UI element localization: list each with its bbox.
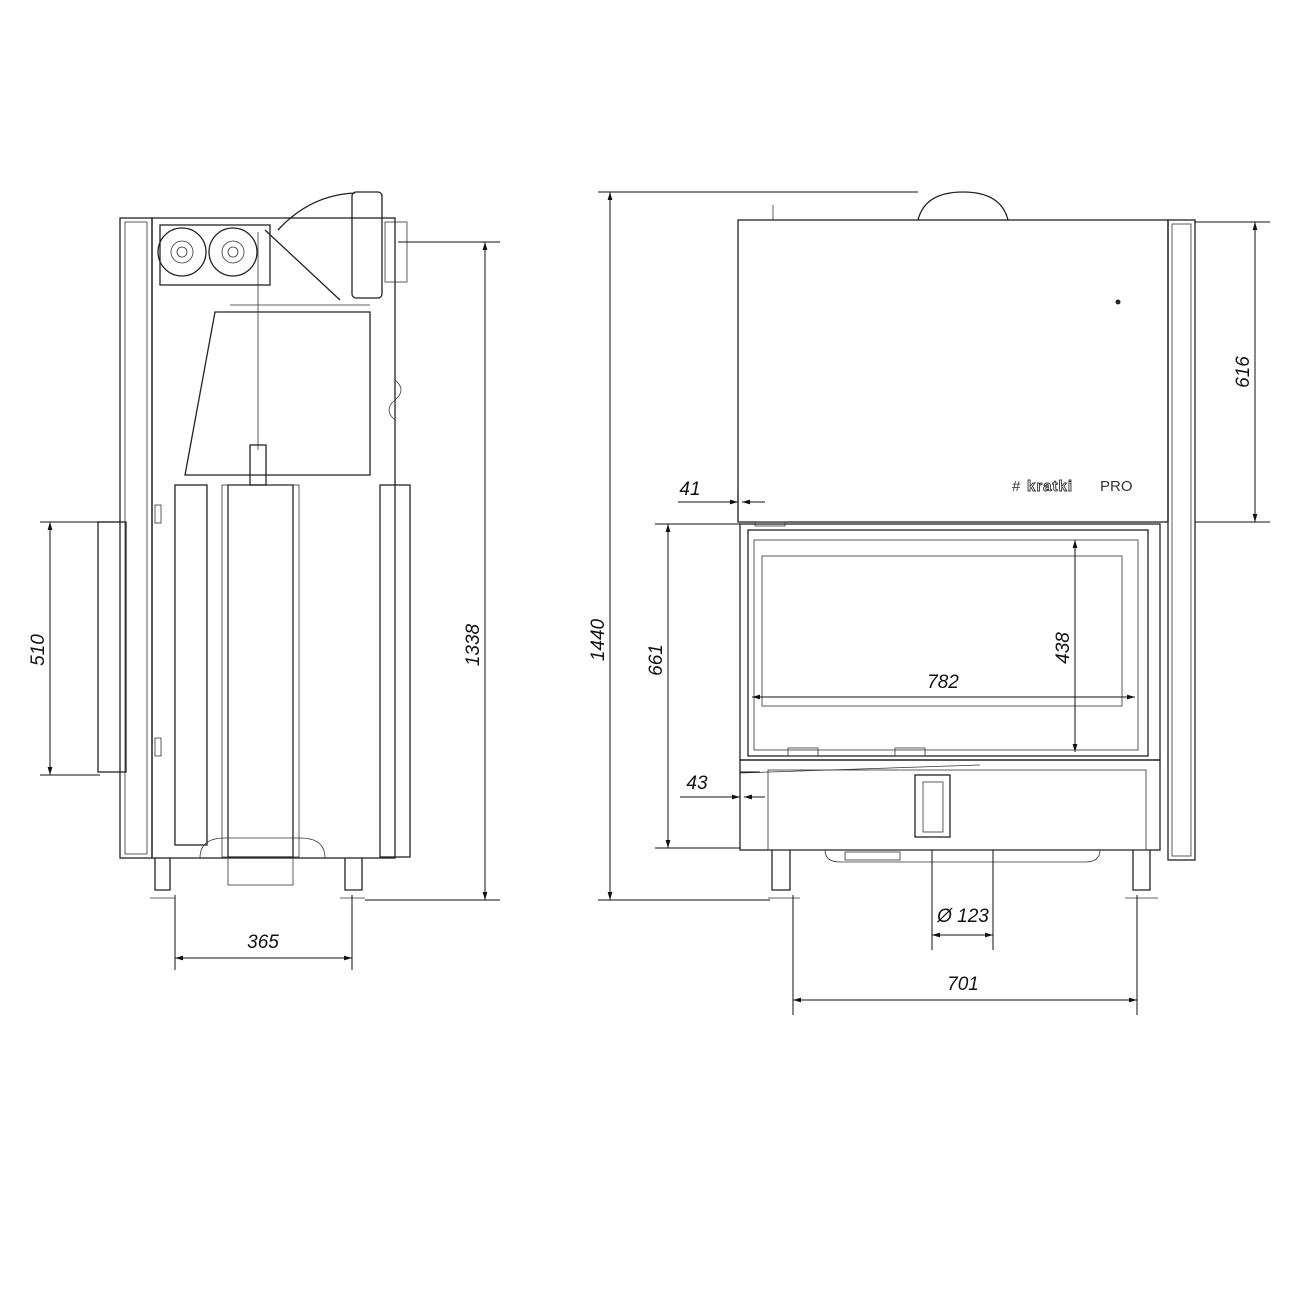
dim-1338: 1338 [463, 623, 484, 666]
front-dimensions: 1440 616 661 438 782 41 43 Ø 123 701 [588, 191, 1270, 1015]
dim-365: 365 [247, 932, 279, 953]
side-view [97, 191, 460, 899]
front-view: # kratki PRO [737, 191, 1196, 899]
dim-782: 782 [927, 672, 959, 693]
dim-43: 43 [686, 773, 708, 794]
svg-text:#: # [1012, 478, 1021, 495]
dim-1440: 1440 [588, 618, 609, 661]
dim-41: 41 [679, 479, 700, 500]
svg-text:PRO: PRO [1100, 478, 1133, 495]
dim-616: 616 [1233, 356, 1254, 388]
side-dimensions: 510 1338 365 [28, 241, 500, 970]
dim-701: 701 [947, 974, 979, 995]
svg-text:kratki: kratki [1027, 478, 1073, 495]
dim-flue-diameter: Ø 123 [936, 906, 989, 927]
dim-661: 661 [646, 644, 667, 676]
kratki-logo: # kratki PRO [1012, 478, 1133, 496]
dim-510: 510 [28, 634, 49, 666]
dim-438: 438 [1053, 632, 1074, 664]
